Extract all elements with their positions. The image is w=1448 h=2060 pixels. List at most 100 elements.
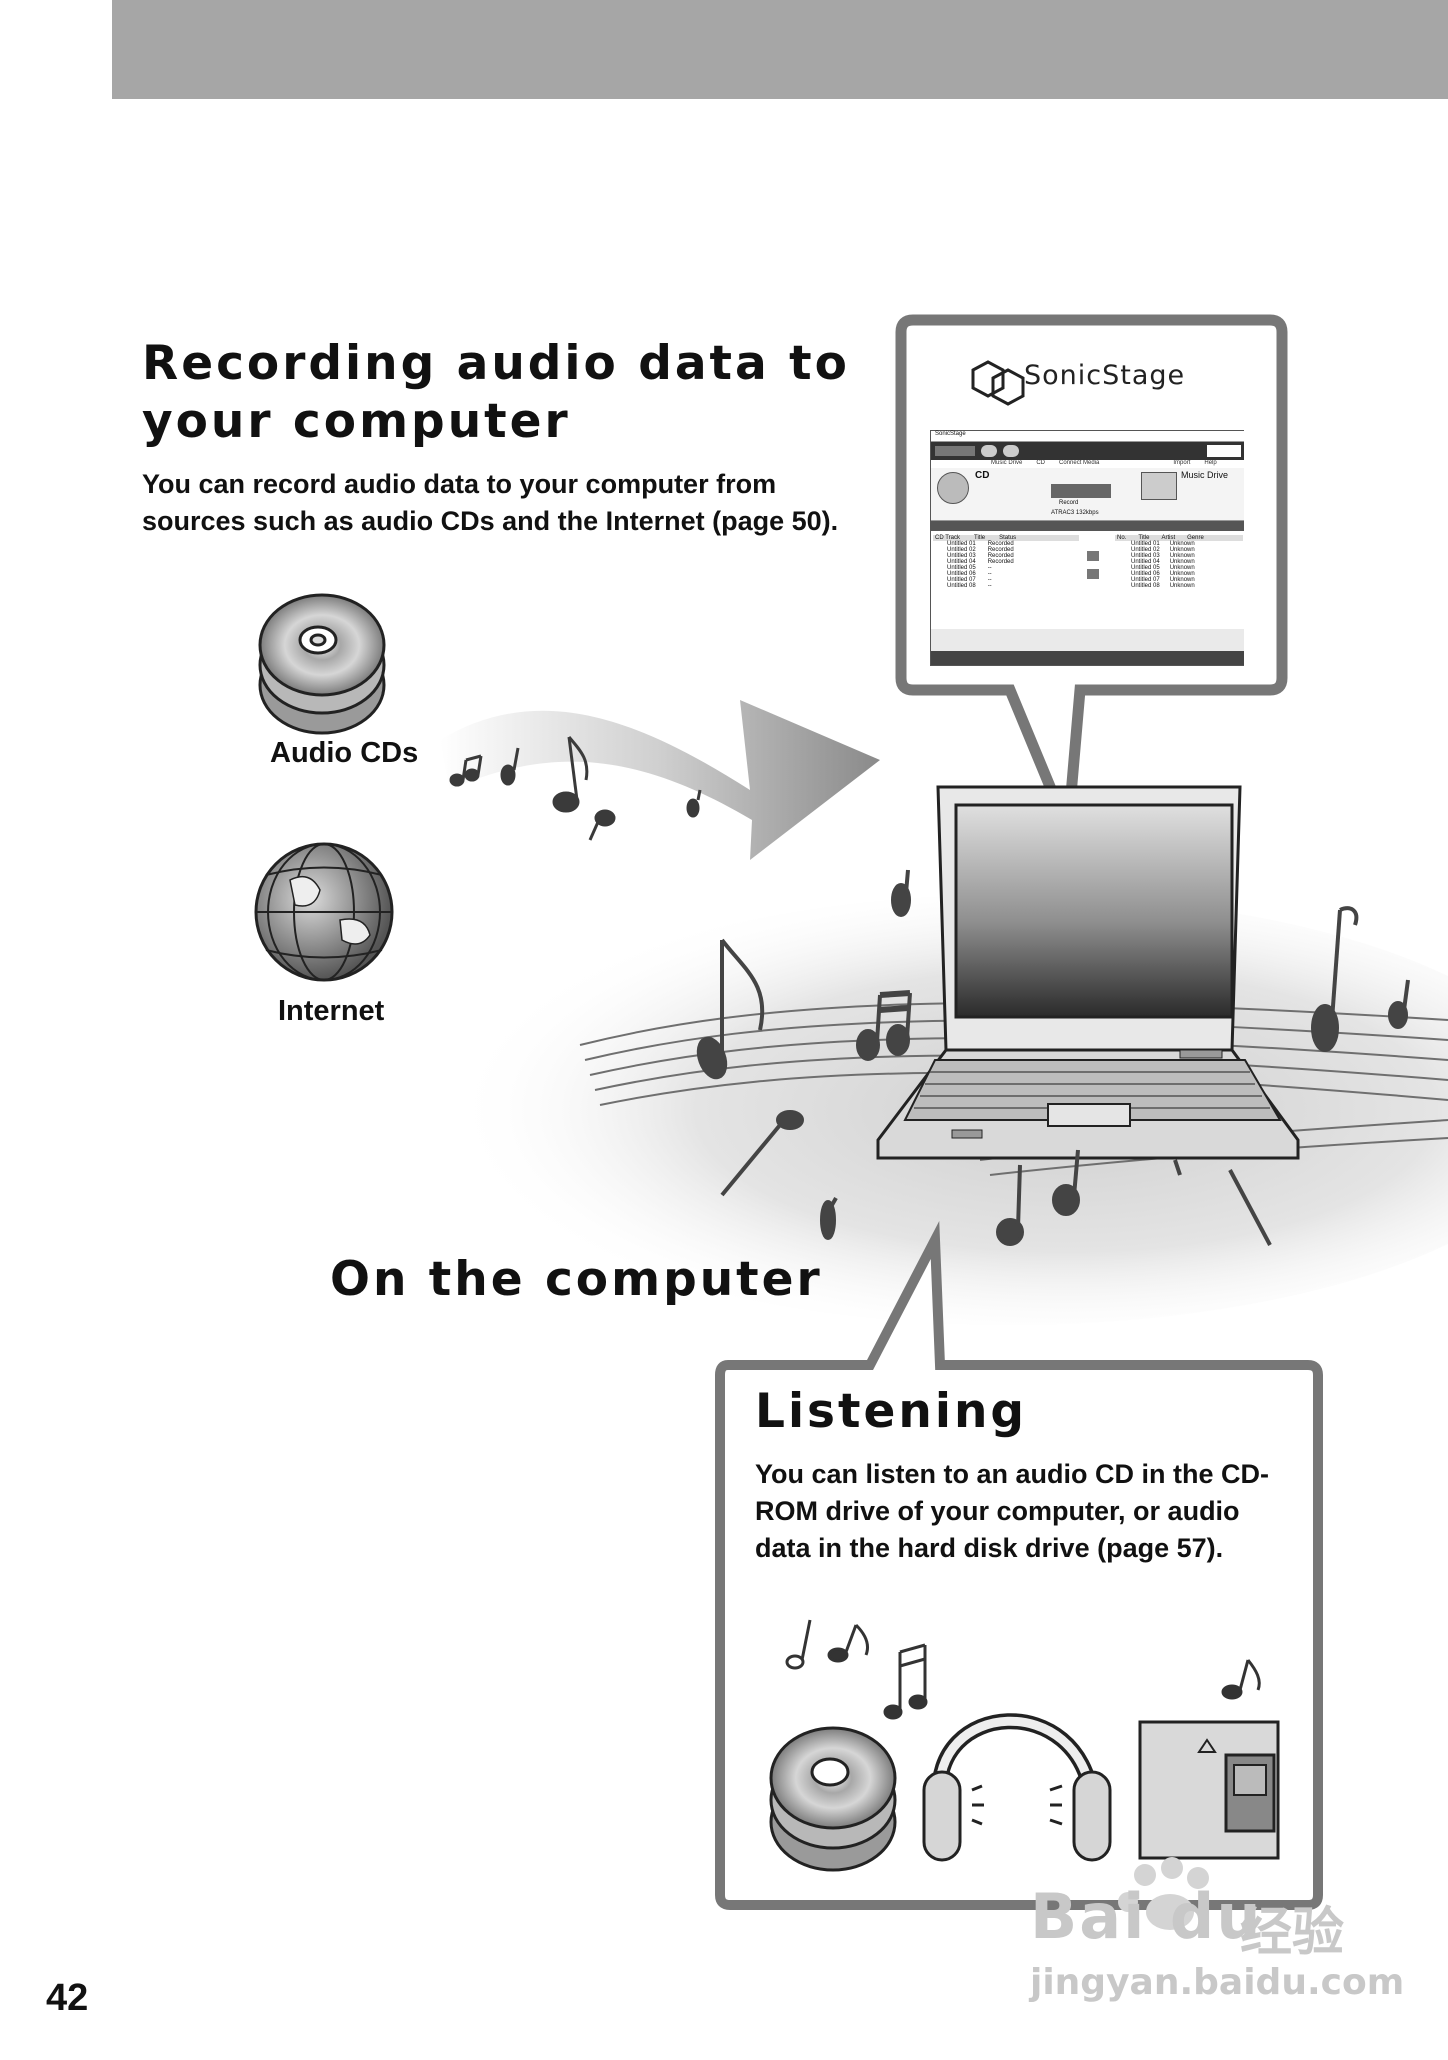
header-bar: [112, 0, 1448, 99]
listening-notes: [785, 1619, 1261, 1720]
track-artist: Unknown: [1169, 583, 1195, 589]
track-artist: Unknown: [1169, 577, 1195, 583]
col-title[interactable]: Title: [974, 535, 986, 541]
listening-title: Listening: [755, 1384, 1028, 1439]
recording-title-line2: your computer: [142, 394, 571, 449]
track-status: --: [987, 583, 992, 589]
track-artist: Unknown: [1169, 541, 1195, 547]
list-item[interactable]: Untitled 08 --: [933, 583, 1079, 589]
recording-description-line2: sources such as audio CDs and the Intern…: [142, 506, 839, 536]
music-drive-icon: [1141, 472, 1177, 500]
cd-disc-icon: [937, 472, 969, 504]
main-heading: On the computer: [330, 1252, 823, 1307]
internet-label: Internet: [278, 995, 385, 1027]
page-number: 42: [46, 1977, 89, 2019]
track-artist: Unknown: [1169, 565, 1195, 571]
cd-label: CD: [975, 470, 990, 481]
right-list-header: No. Title Artist Genre: [1115, 535, 1243, 541]
col-title[interactable]: Title: [1138, 535, 1150, 541]
record-button[interactable]: Record: [1059, 500, 1079, 506]
app-lists: CD Track Title Status Untitled 01 Recorde…: [931, 521, 1244, 629]
track-title: Untitled 01: [947, 541, 976, 547]
col-no[interactable]: No.: [1117, 535, 1127, 541]
list-item[interactable]: Untitled 06 Unknown: [1115, 571, 1243, 577]
watermark-chinese: 经验: [1240, 1903, 1345, 1963]
cd-tab-icon[interactable]: [981, 445, 997, 457]
top-right-control[interactable]: [1207, 445, 1241, 457]
track-artist: Unknown: [1169, 547, 1195, 553]
transfer-buttons: [1087, 551, 1107, 579]
audio-cds-label: Audio CDs: [270, 737, 419, 769]
track-title: Untitled 07: [1131, 577, 1160, 583]
arrow-to-computer: [440, 700, 880, 860]
menu-import[interactable]: Import: [1173, 460, 1191, 466]
list-item[interactable]: Untitled 01 Recorded: [933, 541, 1079, 547]
menu-cd[interactable]: CD: [1036, 460, 1046, 466]
track-status: Recorded: [987, 547, 1014, 553]
arrow-notes: [449, 736, 702, 841]
recording-description-line1: You can record audio data to your comput…: [142, 469, 777, 499]
recording-description: You can record audio data to your comput…: [142, 466, 902, 540]
computer-notes: [696, 869, 1410, 1246]
app-statusbar: [931, 651, 1244, 665]
right-list: No. Title Artist Genre Untitled 01 Unknow…: [1115, 535, 1243, 589]
watermark-url: jingyan.baidu.com: [1030, 1962, 1405, 2003]
list-header-bar: [931, 521, 1244, 531]
menu-connect-media[interactable]: Connect Media: [1059, 460, 1100, 466]
recording-title-line1: Recording audio data to: [142, 336, 850, 391]
baidu-paw-watermark: [1118, 1857, 1209, 1930]
left-list-header: CD Track Title Status: [933, 535, 1079, 541]
col-cd-track[interactable]: CD Track: [935, 535, 961, 541]
recording-tab[interactable]: [935, 446, 975, 456]
col-status[interactable]: Status: [999, 535, 1017, 541]
track-title: Untitled 06: [947, 571, 976, 577]
track-artist: Unknown: [1169, 559, 1195, 565]
internet-globe: [254, 842, 394, 982]
track-title: Untitled 03: [1131, 553, 1160, 559]
sonicstage-logo-text: SonicStage: [1024, 360, 1186, 391]
transfer-right-button[interactable]: [1087, 551, 1099, 561]
track-artist: Unknown: [1169, 571, 1195, 577]
track-status: --: [987, 577, 992, 583]
list-item[interactable]: Untitled 07--: [933, 577, 1079, 583]
app-menu-row: Music Drive CD Connect Media Import Help: [931, 460, 1244, 468]
transfer-left-button[interactable]: [1087, 569, 1099, 579]
col-artist[interactable]: Artist: [1161, 535, 1176, 541]
listening-description-line1: You can listen to an audio CD in the CD-: [755, 1459, 1270, 1489]
list-item[interactable]: Untitled 06--: [933, 571, 1079, 577]
track-title: Untitled 08: [947, 583, 976, 589]
track-title: Untitled 08: [1131, 583, 1160, 589]
app-titlebar: SonicStage: [931, 431, 1244, 442]
music-tab-icon[interactable]: [1003, 445, 1019, 457]
col-genre[interactable]: Genre: [1187, 535, 1204, 541]
menu-help[interactable]: Help: [1204, 460, 1217, 466]
track-title: Untitled 02: [947, 547, 976, 553]
track-artist: Unknown: [1169, 553, 1195, 559]
app-transfer-panel: CD Record ATRAC3 132kbps Music Drive: [931, 468, 1244, 521]
app-toolbar: [931, 442, 1244, 460]
track-status: Recorded: [987, 541, 1014, 547]
list-item[interactable]: Untitled 01 Unknown: [1115, 541, 1243, 547]
track-title: Untitled 01: [1131, 541, 1160, 547]
list-item[interactable]: Untitled 08 Unknown: [1115, 583, 1243, 589]
track-status: Recorded: [987, 559, 1014, 565]
listening-description: You can listen to an audio CD in the CD-…: [755, 1456, 1295, 1567]
track-title: Untitled 06: [1131, 571, 1160, 577]
menu-music-drive[interactable]: Music Drive: [991, 460, 1023, 466]
watermark-brand: Bai du: [1030, 1880, 1263, 1953]
app-title: SonicStage: [935, 431, 966, 437]
track-status: Recorded: [987, 553, 1014, 559]
app-window: SonicStage Music Drive CD Connect Media …: [930, 430, 1244, 666]
record-arrow-icon: [1051, 484, 1111, 498]
listening-cds: [769, 1726, 897, 1872]
list-item[interactable]: Untitled 07 Unknown: [1115, 577, 1243, 583]
list-item[interactable]: Untitled 05--: [933, 565, 1079, 571]
list-item[interactable]: Untitled 02 Recorded: [933, 547, 1079, 553]
list-item[interactable]: Untitled 03 Unknown: [1115, 553, 1243, 559]
